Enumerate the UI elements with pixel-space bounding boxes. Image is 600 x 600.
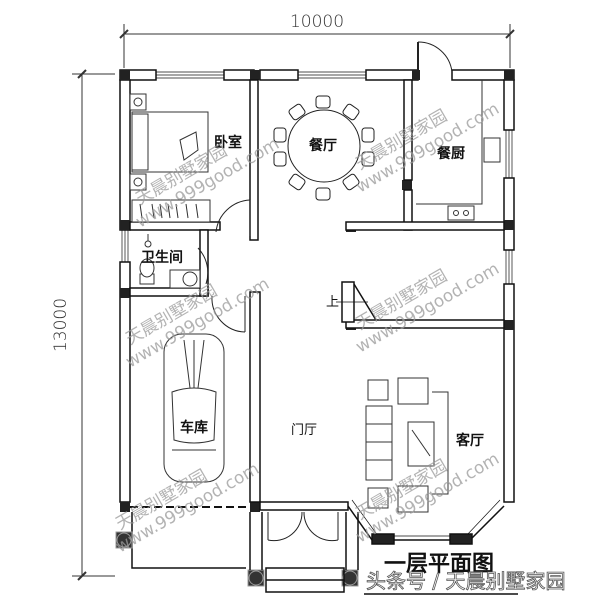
bedroom-door [215,199,251,236]
kitchen-counter-icon [416,80,501,221]
dimension-top [119,24,515,68]
room-label-bedroom: 卧室 [214,134,242,151]
stair-up-label: 上 [326,295,339,310]
dining-table-icon [273,95,375,201]
toilet-icon [139,234,155,285]
height-dimension-label: 13000 [51,298,71,352]
room-label-garage: 车库 [180,419,208,436]
washbasin-icon [169,269,201,289]
source-credit: 头条号 / 天晨别墅家园 [366,569,565,593]
porch-columns [115,531,359,587]
stair-icon [336,281,377,323]
entrance-porch [249,501,359,593]
room-label-foyer: 门厅 [291,423,317,438]
room-label-living: 客厅 [455,432,484,449]
kitchen-exterior-door [417,41,453,73]
interior-walls [129,79,505,503]
room-label-kitchen: 餐厨 [436,145,465,162]
room-label-bathroom: 卫生间 [141,249,183,266]
bed-icon [129,93,209,191]
garage-inner-door [211,295,246,333]
dimension-left [72,69,115,581]
driveway-apron [131,512,246,569]
sofa-set-icon [365,377,449,513]
bathroom-door [197,247,209,285]
car-icon [163,333,225,483]
width-dimension-label: 10000 [290,12,344,32]
room-label-dining: 餐厅 [308,137,337,154]
drawing-title: 一层平面图 [384,552,494,577]
bay-window [347,499,505,545]
wardrobe-icon [131,199,211,223]
entrance-double-door [267,511,339,542]
